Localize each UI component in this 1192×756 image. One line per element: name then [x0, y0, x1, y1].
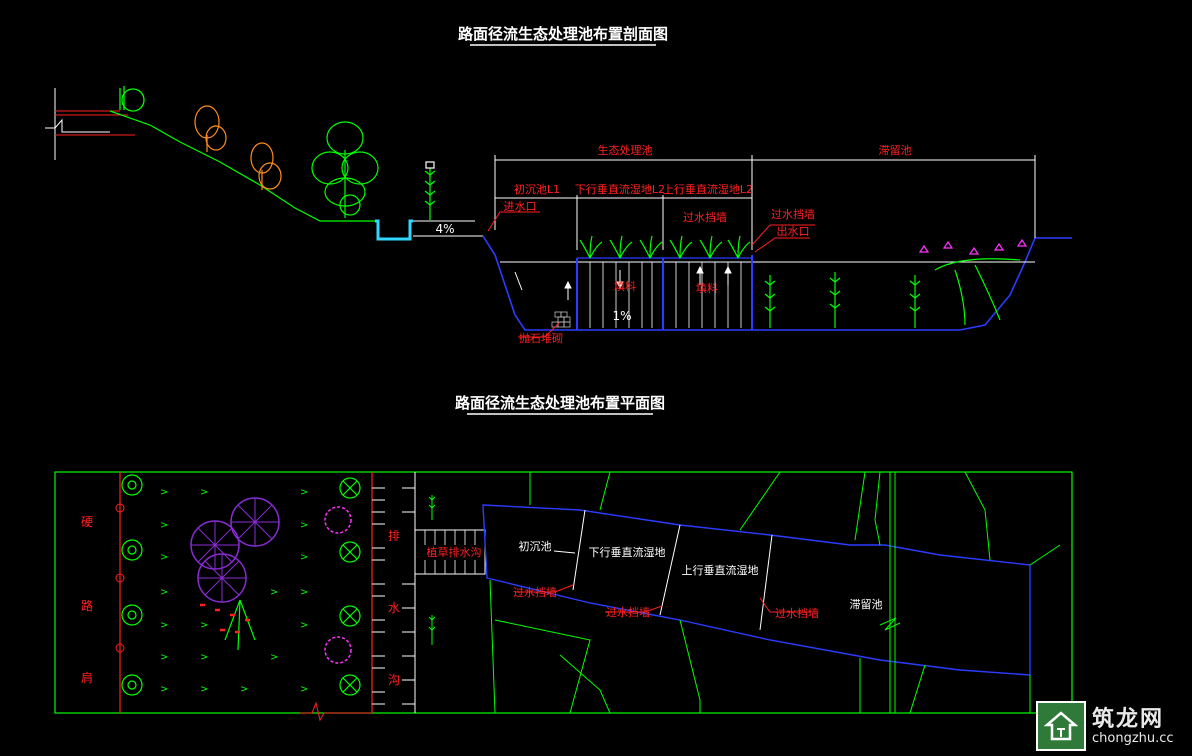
- pond-plan-outline: [482, 504, 1031, 676]
- svg-text:>: >: [160, 652, 168, 663]
- submerged-plants: [764, 272, 921, 328]
- shrub-column-right: [339, 477, 361, 696]
- wetland-grass: [579, 235, 751, 259]
- plan-reten-label: 滞留池: [850, 598, 883, 611]
- svg-text:>: >: [300, 487, 308, 498]
- ditch-char-1: 排: [388, 529, 400, 543]
- outlet-label: 出水口: [777, 224, 810, 238]
- plan-break-mark: [879, 617, 901, 631]
- flow-chevrons: > > > > > > > > > > > > > > > > > > > >: [160, 487, 308, 695]
- svg-text:>: >: [270, 652, 278, 663]
- shoulder-char-3: 肩: [81, 670, 93, 685]
- embankment-slope: [109, 110, 375, 222]
- plan-weir-line-3: [759, 534, 773, 631]
- dimension-lines: [494, 155, 1036, 250]
- svg-text:>: >: [300, 684, 308, 695]
- dim-l1-label: 初沉池L1: [514, 182, 560, 196]
- svg-text:>: >: [160, 552, 168, 563]
- plan-title: 路面径流生态处理池布置平面图: [455, 394, 665, 412]
- dim-eco-label: 生态处理池: [598, 143, 653, 157]
- grass-channel-hatch: [424, 530, 476, 574]
- svg-text:>: >: [300, 552, 308, 563]
- shrub-round: [339, 194, 361, 216]
- plan-weir-b-label: 过水挡墙: [606, 605, 650, 619]
- watermark-name: 筑龙网: [1092, 706, 1165, 732]
- slope-road-label: 4%: [435, 222, 454, 236]
- weir-a-leader: [515, 584, 574, 593]
- plan-break-line: [300, 701, 372, 722]
- weir2-leader: [751, 224, 815, 246]
- svg-text:>: >: [270, 587, 278, 598]
- break-line: [45, 118, 110, 133]
- dim-l2a-label: 下行垂直流湿地L2: [575, 182, 665, 196]
- tree-green-large: [311, 121, 379, 218]
- slope-bottom-label: 1%: [612, 309, 631, 323]
- ditch-char-2: 水: [388, 601, 400, 615]
- plan-view: 硬 路 肩 排 水 沟 植草排水沟: [54, 471, 1073, 722]
- plan-l2a-label: 下行垂直流湿地: [589, 545, 666, 559]
- plan-flow-arrow: [553, 550, 576, 554]
- roadside-ditch: [375, 219, 413, 241]
- svg-text:>: >: [160, 520, 168, 531]
- svg-text:>: >: [200, 620, 208, 631]
- dim-reten-label: 滞留池: [879, 144, 912, 157]
- red-flower-plant: [200, 599, 256, 651]
- purple-trees: [190, 497, 280, 603]
- inlet-label: 进水口: [504, 200, 537, 213]
- watermark: 筑龙网 chongzhu.cc: [1036, 700, 1186, 752]
- flow-arrows: [514, 265, 732, 300]
- section-view: 4% 1%: [45, 86, 1072, 345]
- tree-orange-2: [250, 142, 282, 190]
- svg-text:>: >: [300, 587, 308, 598]
- svg-text:>: >: [240, 684, 248, 695]
- lotus-plants: [918, 238, 1028, 326]
- shoulder-char-1: 硬: [81, 515, 93, 529]
- ditch-ticks: [372, 487, 415, 705]
- shoulder-char-2: 路: [81, 598, 93, 613]
- reed-ditch: [424, 161, 436, 220]
- weir-c-leader: [759, 597, 818, 613]
- plan-l2b-label: 上行垂直流湿地: [682, 563, 759, 577]
- svg-text:>: >: [160, 487, 168, 498]
- plan-border: [54, 471, 1073, 714]
- dim-l2b-label: 上行垂直流湿地L2: [663, 182, 753, 196]
- weir1-label: 过水挡墙: [683, 210, 727, 224]
- plan-weir-a-label: 过水挡墙: [513, 585, 557, 599]
- inlet-leader: [487, 211, 540, 232]
- plan-weir-line-2: [659, 524, 681, 616]
- gabion-leader: [518, 321, 561, 338]
- fill1-label: 填料: [614, 279, 636, 293]
- shoulder-marks: [115, 503, 125, 653]
- svg-text:>: >: [300, 520, 308, 531]
- gabion-stones: [551, 311, 571, 328]
- plan-weir-line-1: [572, 509, 586, 591]
- svg-text:>: >: [160, 620, 168, 631]
- tree-green-small: [119, 86, 145, 112]
- svg-text:>: >: [160, 587, 168, 598]
- ditch-reeds: [428, 495, 436, 645]
- svg-text:>: >: [200, 684, 208, 695]
- svg-text:>: >: [300, 620, 308, 631]
- outlet-leader: [754, 237, 810, 253]
- section-title: 路面径流生态处理池布置剖面图: [458, 25, 668, 43]
- watermark-url: chongzhu.cc: [1092, 731, 1174, 746]
- magenta-shrubs: [324, 506, 352, 664]
- svg-text:>: >: [200, 487, 208, 498]
- plan-weir-c-label: 过水挡墙: [775, 606, 819, 620]
- filler-hatch: [589, 262, 742, 328]
- weir2-label: 过水挡墙: [771, 207, 815, 221]
- gabion-label: 抛石堆砌: [519, 331, 563, 345]
- weir-b-leader: [605, 605, 663, 613]
- terrain-lines: [489, 471, 1061, 714]
- ditch-char-3: 沟: [388, 673, 400, 687]
- fill2-label: 填料: [696, 281, 718, 295]
- svg-text:>: >: [200, 652, 208, 663]
- svg-text:>: >: [160, 684, 168, 695]
- house-logo-icon: [1036, 701, 1086, 751]
- shrub-column-left: [121, 474, 143, 696]
- tree-orange-1: [194, 105, 227, 152]
- grass-channel-label: 植草排水沟: [427, 545, 482, 559]
- plan-l1-label: 初沉池: [519, 539, 552, 553]
